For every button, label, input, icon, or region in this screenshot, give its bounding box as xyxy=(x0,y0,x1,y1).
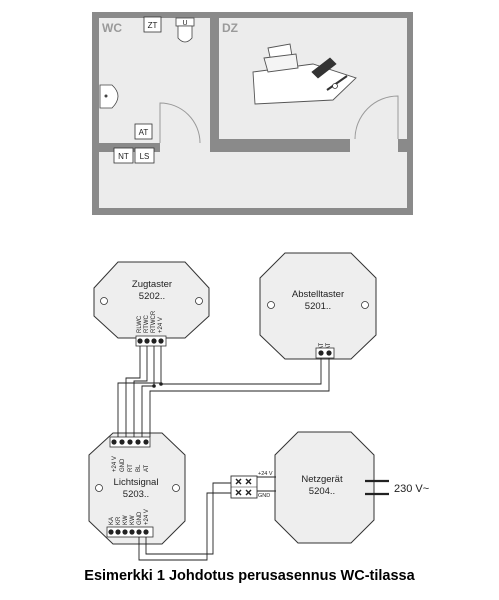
abstelltaster-name: Abstelltaster xyxy=(292,289,344,300)
wire-zugtaster-rtwcr xyxy=(141,346,155,437)
module-netzgeraet: Netzgerät 5204.. +24 V GND 230 V~ xyxy=(257,431,429,544)
lichtsignal-terminal-label: +24 V xyxy=(112,456,118,472)
abstelltaster-screw-left xyxy=(267,301,275,309)
lichtsignal-terminal-label: GND xyxy=(137,511,143,525)
wire-zugtaster-rtwc xyxy=(133,346,148,437)
netzgeraet-label-24v: +24 V xyxy=(258,471,273,477)
zugtaster-code: 5202.. xyxy=(139,291,165,302)
netzgeraet-name: Netzgerät xyxy=(301,474,343,485)
lichtsignal-housing xyxy=(88,432,186,545)
wire-abstelltaster-at-1 xyxy=(161,358,322,385)
lichtsignal-top-terminal-block xyxy=(109,436,151,448)
toilet-icon xyxy=(175,17,195,43)
wiring xyxy=(117,346,330,561)
zt-box xyxy=(143,16,162,33)
figure-caption: Esimerkki 1 Johdotus perusasennus WC-til… xyxy=(84,568,415,584)
zugtaster-name: Zugtaster xyxy=(132,279,172,290)
zugtaster-housing xyxy=(93,261,210,339)
abstelltaster-terminal-label: AT xyxy=(326,342,332,350)
junction-dot xyxy=(159,382,163,386)
room-label-dz: DZ xyxy=(222,21,238,35)
at-box xyxy=(134,123,153,140)
lichtsignal-bottom-terminal-labels: KA KR KW KW GND +24 V xyxy=(109,509,150,525)
mains-voltage-label: 230 V~ xyxy=(394,483,429,495)
abstelltaster-terminal-block xyxy=(315,347,335,359)
zugtaster-terminal-label: RTWC xyxy=(144,314,150,333)
floor-plan: WC DZ ZT U AT NT LS xyxy=(92,12,413,215)
lichtsignal-top-terminal-labels: +24 V GND RT BL AT xyxy=(112,456,150,472)
lichtsignal-terminal-label: KA xyxy=(109,517,115,525)
module-abstelltaster: Abstelltaster 5201.. AT AT xyxy=(259,252,377,360)
abstelltaster-code: 5201.. xyxy=(305,301,331,312)
room-label-wc: WC xyxy=(102,21,122,35)
lichtsignal-terminal-label: RT xyxy=(128,464,134,472)
lichtsignal-screw-right xyxy=(172,484,180,492)
sink-icon xyxy=(99,84,119,109)
zugtaster-terminal-labels: RLWC RTWC RTWCR +24 V xyxy=(137,310,164,333)
label-u: U xyxy=(182,20,187,27)
zugtaster-terminal-label: RLWC xyxy=(137,315,143,333)
netzgeraet-label-gnd: GND xyxy=(258,493,270,499)
ls-box xyxy=(134,147,155,164)
lichtsignal-code: 5203.. xyxy=(123,489,149,500)
label-at: AT xyxy=(139,128,149,137)
wire-abstelltaster-at-2 xyxy=(149,358,330,437)
junction-dot xyxy=(152,384,156,388)
lichtsignal-terminal-label: +24 V xyxy=(144,509,150,525)
module-lichtsignal: Lichtsignal 5203.. +24 V GND RT BL AT KA… xyxy=(88,432,186,545)
door-swing-wc xyxy=(159,102,201,144)
door-opening-wc xyxy=(160,140,210,153)
lichtsignal-screw-left xyxy=(95,484,103,492)
lichtsignal-terminal-label: BL xyxy=(136,464,142,472)
wire-lichtsignal-gnd xyxy=(138,492,231,561)
zugtaster-screw-right xyxy=(195,297,203,305)
abstelltaster-screw-right xyxy=(361,301,369,309)
wago-connector xyxy=(230,475,258,499)
wire-zugtaster-rlwc xyxy=(125,346,141,437)
door-swing-dz xyxy=(354,95,399,140)
lichtsignal-terminal-label: GND xyxy=(120,458,126,472)
room-wc-floor xyxy=(99,18,210,143)
zugtaster-screw-left xyxy=(100,297,108,305)
wire-zugtaster-24v xyxy=(117,346,162,437)
module-zugtaster: Zugtaster 5202.. RLWC RTWC RTWCR +24 V xyxy=(93,261,210,347)
lichtsignal-terminal-label: KW xyxy=(123,515,129,525)
abstelltaster-terminal-label: AT xyxy=(319,342,325,350)
zugtaster-terminal-block xyxy=(135,335,167,347)
office-desk-icon xyxy=(252,43,357,105)
zugtaster-terminal-label: +24 V xyxy=(158,317,164,333)
abstelltaster-housing xyxy=(259,252,377,360)
lichtsignal-terminal-label: KW xyxy=(130,515,136,525)
lichtsignal-terminal-label: KR xyxy=(116,516,122,525)
label-nt: NT xyxy=(118,152,129,161)
lichtsignal-bottom-terminal-block xyxy=(106,526,154,538)
door-opening-dz xyxy=(350,137,398,153)
label-zt: ZT xyxy=(148,21,158,30)
lichtsignal-name: Lichtsignal xyxy=(114,477,159,488)
nt-box xyxy=(113,147,134,164)
zugtaster-terminal-label: RTWCR xyxy=(151,310,157,333)
label-ls: LS xyxy=(140,152,150,161)
netzgeraet-code: 5204.. xyxy=(309,486,335,497)
wire-lichtsignal-24v xyxy=(145,482,231,555)
lichtsignal-terminal-label: AT xyxy=(144,464,150,472)
